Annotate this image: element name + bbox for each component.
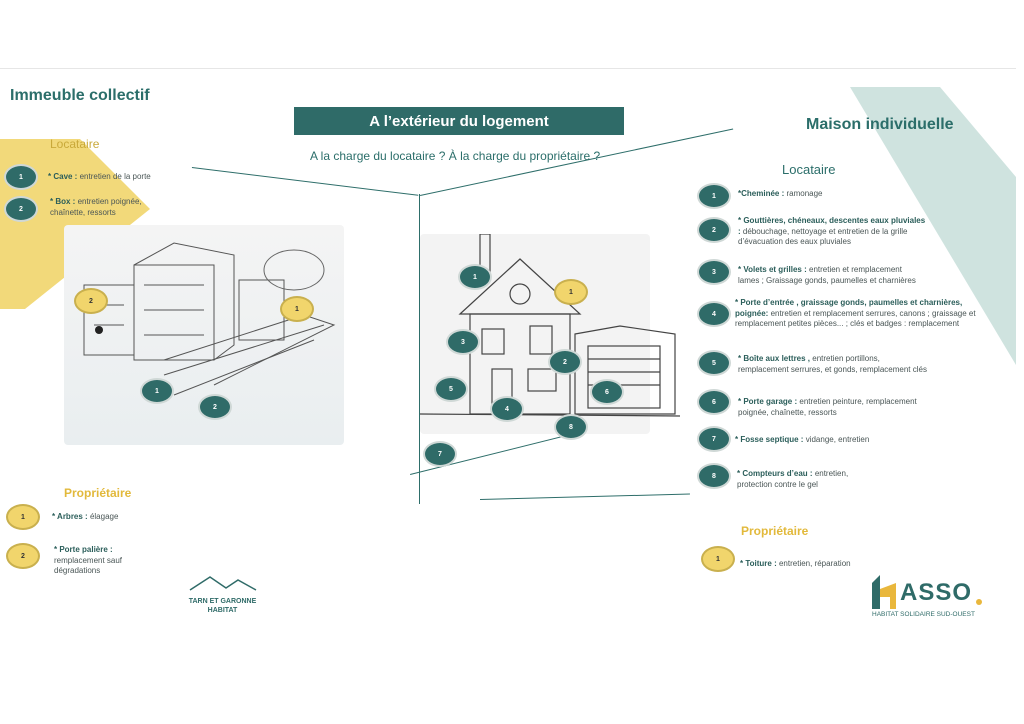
right-tenant-item-3: * Volets et grilles : entretien et rempl… [738, 265, 916, 285]
house-marker: 4 [490, 396, 524, 422]
right-tenant-badge-3: 3 [697, 259, 731, 285]
tgh-line1: TARN ET GARONNE [188, 598, 257, 605]
teal-diagonal-shape [850, 87, 1016, 365]
asso-tagline: HABITAT SOLIDAIRE SUD-OUEST [872, 611, 975, 618]
left-owner-item-2: * Porte palière : remplacement sauf dégr… [54, 545, 123, 575]
roof-logo-icon [189, 576, 256, 591]
house-marker: 5 [434, 376, 468, 402]
right-tenant-item-4: * Porte d’entrée , graissage gonds, paum… [735, 298, 976, 328]
left-tenant-item-2: * Box : entretien poignée, chaînette, re… [50, 197, 142, 217]
right-tenant-item-1: *Cheminée : ramonage [738, 189, 823, 198]
house-logo-icon [872, 575, 896, 609]
building-marker: 1 [140, 378, 174, 404]
left-tenant-badge-2: 2 [4, 196, 38, 222]
asso-logo: ASSO HABITAT SOLIDAIRE SUD-OUEST [870, 569, 990, 621]
yellow-diagonal-shape [0, 139, 150, 309]
banner-title: A l’extérieur du logement [369, 112, 549, 130]
house-marker: 1 [554, 279, 588, 305]
right-tenant-item-8: * Compteurs d’eau : entretien, protectio… [737, 469, 849, 489]
left-tenant-badge-1: 1 [4, 164, 38, 190]
house-sketch-icon [419, 233, 681, 417]
right-owner-item-1: * Toiture : entretien, réparation [740, 559, 851, 568]
left-owner-badge-2: 2 [6, 543, 40, 569]
right-owner-title: Propriétaire [741, 524, 809, 538]
connector-line [191, 167, 419, 196]
right-tenant-item-7: * Fosse septique : vidange, entretien [735, 435, 870, 444]
right-tenant-title: Locataire [782, 162, 836, 177]
left-owner-item-1: * Arbres : élagage [52, 512, 119, 521]
right-tenant-badge-2: 2 [697, 217, 731, 243]
left-owner-title: Propriétaire [64, 486, 132, 500]
slide: A l’extérieur du logement A la charge du… [0, 68, 1016, 639]
tgh-line2: HABITAT [207, 607, 238, 614]
left-title: Immeuble collectif [10, 87, 150, 104]
connector-line [480, 493, 690, 500]
asso-name: ASSO [900, 579, 973, 606]
building-marker: 2 [198, 394, 232, 420]
right-owner-badge-1: 1 [701, 546, 735, 572]
header-question: A la charge du locataire ? À la charge d… [310, 149, 601, 163]
right-tenant-badge-1: 1 [697, 183, 731, 209]
logo-dot-icon [976, 599, 982, 605]
left-owner-badge-1: 1 [6, 504, 40, 530]
right-tenant-badge-4: 4 [697, 301, 731, 327]
house-marker: 7 [423, 441, 457, 467]
building-illustration: 2 1 1 2 [64, 225, 344, 445]
header-banner: A l’extérieur du logement [294, 107, 624, 135]
house-marker: 2 [548, 349, 582, 375]
right-tenant-item-6: * Porte garage : entretien peinture, rem… [738, 397, 917, 417]
right-tenant-badge-8: 8 [697, 463, 731, 489]
left-tenant-title: Locataire [50, 137, 100, 151]
house-marker: 8 [554, 414, 588, 440]
right-tenant-item-2: * Gouttières, chéneaux, descentes eaux p… [738, 216, 926, 246]
house-marker: 1 [458, 264, 492, 290]
building-marker: 2 [74, 288, 108, 314]
house-marker: 6 [590, 379, 624, 405]
house-illustration: 1 1 3 2 5 4 6 [419, 233, 681, 434]
house-marker: 3 [446, 329, 480, 355]
divider-line [419, 194, 420, 504]
right-tenant-badge-5: 5 [697, 350, 731, 376]
building-marker: 1 [280, 296, 314, 322]
right-tenant-item-5: * Boîte aux lettres , entretien portillo… [738, 354, 927, 374]
tgh-logo: TARN ET GARONNE HABITAT [185, 574, 260, 634]
right-tenant-badge-7: 7 [697, 426, 731, 452]
right-tenant-badge-6: 6 [697, 389, 731, 415]
right-title: Maison individuelle [806, 116, 954, 133]
left-tenant-item-1: * Cave : entretien de la porte [48, 172, 151, 181]
